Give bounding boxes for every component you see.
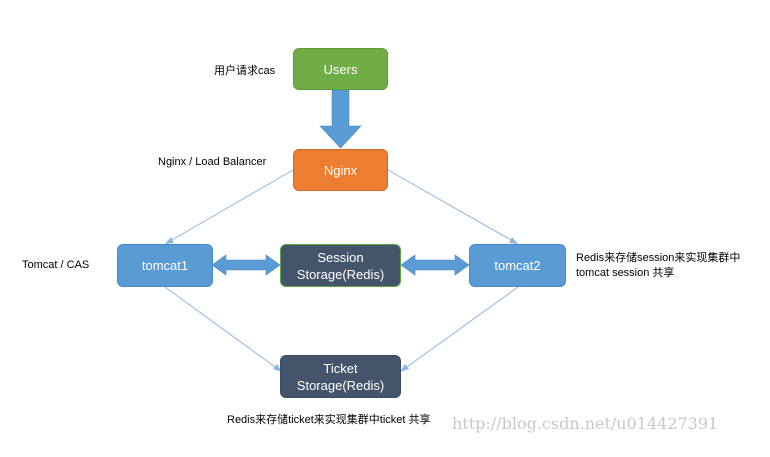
session-storage-node: Session Storage(Redis) [280, 244, 401, 287]
tomcat2-label: tomcat2 [494, 258, 541, 273]
arrowhead-tomcat2 [509, 237, 518, 244]
redis-session-label-2: tomcat session 共享 [576, 267, 675, 279]
users-node: Users [293, 48, 388, 90]
arrowhead-tomcat1 [165, 237, 174, 244]
line-nginx-tomcat1 [164, 169, 294, 245]
double-arrow-session-tomcat2 [400, 254, 470, 276]
tomcat1-node: tomcat1 [117, 244, 213, 287]
tomcat2-node: tomcat2 [469, 244, 566, 287]
nginx-label: Nginx [323, 162, 358, 178]
line-tomcat2-ticket [399, 286, 519, 373]
arrow-users-nginx [319, 89, 362, 149]
ticket-storage-node: Ticket Storage(Redis) [280, 355, 401, 398]
nginx-lb-label: Nginx / Load Balancer [158, 156, 267, 168]
ticket-label-line1: Ticket [323, 360, 358, 376]
redis-session-label-1: Redis来存储session来实现集群中 [576, 252, 741, 264]
tomcat1-label: tomcat1 [141, 258, 189, 273]
line-nginx-tomcat2 [387, 169, 519, 245]
session-label-line1: Session [317, 249, 364, 265]
users-label: Users [323, 61, 358, 77]
redis-ticket-label: Redis来存储ticket来实现集群中ticket 共享 [227, 414, 431, 426]
double-arrow-tomcat1-session [211, 254, 281, 276]
nginx-node: Nginx [293, 149, 388, 191]
watermark: http://blog.csdn.net/u014427391 [452, 414, 719, 433]
arrowhead-ticket-left [273, 364, 282, 372]
session-label-line2: Storage(Redis) [296, 266, 385, 282]
ticket-label-line2: Storage(Redis) [296, 377, 385, 393]
tomcat-cas-label: Tomcat / CAS [22, 259, 90, 271]
arrowhead-ticket-right [400, 364, 409, 372]
users-request-label: 用户请求cas [214, 65, 276, 77]
line-tomcat1-ticket [164, 286, 283, 373]
